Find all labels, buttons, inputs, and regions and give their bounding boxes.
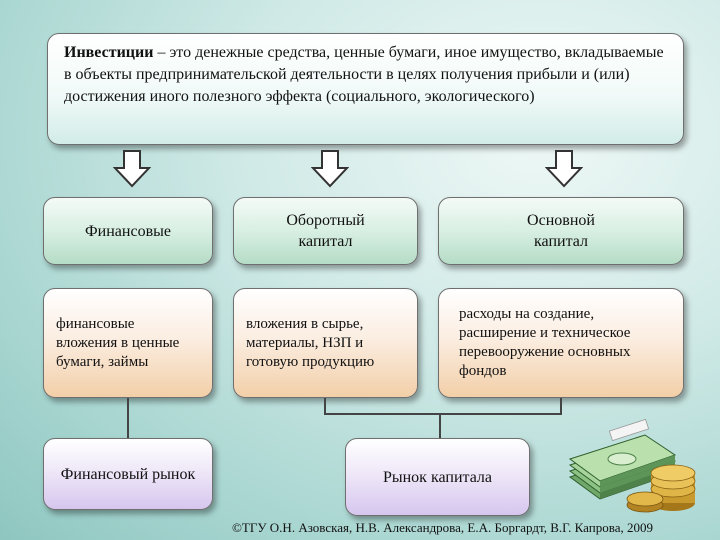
definition-box: Инвестиции – это денежные средства, ценн… [47,33,684,145]
category-fixed-capital: Основной капитал [438,197,684,265]
market-label: Рынок капитала [382,468,493,486]
market-financial: Финансовый рынок [43,438,213,510]
description-text: вложения в сырье, материалы, НЗП и готов… [246,315,375,370]
coins-icon [626,464,696,513]
footer-credits: ©ТГУ О.Н. Азовская, Н.В. Александрова, Е… [232,520,653,535]
down-arrow-icon [311,150,349,188]
category-working-capital: Оборотный капитал [233,197,418,265]
category-label: Оборотный капитал [286,212,365,250]
description-fixed-capital: расходы на создание, расширение и технич… [438,288,684,398]
description-working-capital: вложения в сырье, материалы, НЗП и готов… [233,288,418,398]
connector-line [324,398,326,414]
connector-line [439,413,441,439]
category-label: Основной капитал [527,212,595,250]
down-arrow-icon [545,150,583,188]
description-text: финансовые вложения в ценные бумаги, зай… [56,315,180,370]
definition-term: Инвестиции [64,44,154,61]
connector-line [324,413,562,415]
connector-line [127,398,129,438]
market-label: Финансовый рынок [60,465,196,483]
connector-line [560,398,562,414]
category-financial: Финансовые [43,197,213,265]
category-label: Финансовые [85,222,171,240]
description-text: расходы на создание, расширение и технич… [459,306,631,379]
description-financial: финансовые вложения в ценные бумаги, зай… [43,288,213,398]
definition-text: – это денежные средства, ценные бумаги, … [64,44,664,105]
money-stack-icon [568,418,696,513]
market-capital: Рынок капитала [345,438,530,516]
down-arrow-icon [113,150,151,188]
